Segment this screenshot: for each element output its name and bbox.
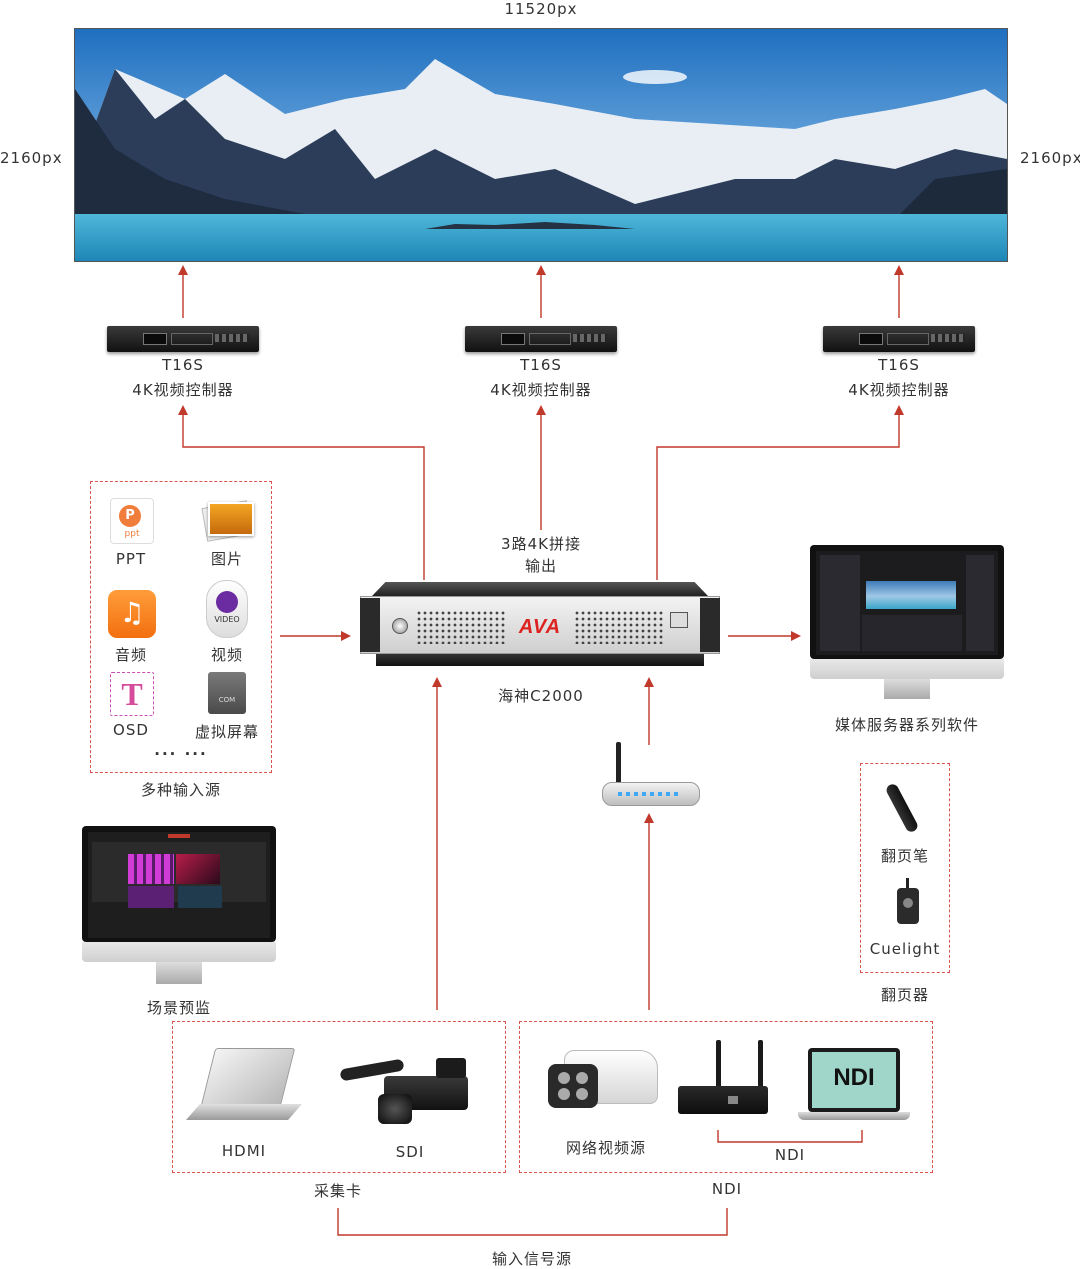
- ndi-box: [519, 1021, 933, 1173]
- front-vent-right: [574, 610, 664, 644]
- input-sources-box: [90, 481, 272, 773]
- wall-height-label-left: 2160px: [0, 149, 63, 167]
- led-wall-screen: [74, 28, 1008, 262]
- media-server-monitor: [810, 545, 1004, 659]
- music-icon: ♫: [108, 590, 156, 638]
- ndi-encoder-icon: [678, 1040, 768, 1116]
- controller-device-2: [465, 326, 617, 352]
- camcorder-icon: [339, 1054, 476, 1130]
- ip-camera-icon: [548, 1048, 658, 1120]
- c2000-device: AVA: [360, 582, 720, 668]
- ndi-network-source-label: 网络视频源: [565, 1139, 646, 1157]
- scene-preview-label: 场景预监: [146, 999, 211, 1017]
- capture-caption: 采集卡: [313, 1182, 362, 1200]
- controller-1-model: T16S: [162, 356, 204, 374]
- capture-sdi-label: SDI: [395, 1143, 425, 1161]
- input-label-osd: OSD: [113, 721, 149, 739]
- wall-width-label: 11520px: [504, 0, 578, 18]
- media-server-label: 媒体服务器系列软件: [834, 716, 979, 734]
- ndi-caption: NDI: [711, 1180, 743, 1198]
- ndi-screen-text: NDI: [833, 1064, 875, 1091]
- capture-card-box: [172, 1021, 506, 1173]
- wall-height-label-right: 2160px: [1020, 149, 1080, 167]
- front-vent-left: [416, 610, 506, 644]
- input-label-image: 图片: [210, 550, 243, 568]
- output-label-line2: 输出: [524, 557, 557, 575]
- controller-device-1: [107, 326, 259, 352]
- pager-pen-label: 翻页笔: [880, 847, 929, 865]
- ndi-sub-label: NDI: [774, 1146, 806, 1164]
- input-ellipsis: ··· ···: [154, 745, 208, 763]
- laptop-icon: [186, 1046, 302, 1126]
- controller-3-name: 4K视频控制器: [848, 381, 950, 399]
- controller-1-name: 4K视频控制器: [132, 381, 234, 399]
- ndi-laptop-icon: NDI: [798, 1048, 910, 1122]
- output-label-line1: 3路4K拼接: [501, 535, 581, 553]
- ndi-bracket: [717, 1130, 863, 1143]
- input-signal-caption: 输入信号源: [491, 1250, 572, 1268]
- ppt-icon: P ppt: [110, 498, 154, 544]
- ava-logo: AVA: [518, 616, 562, 638]
- video-icon: VIDEO: [206, 580, 248, 638]
- input-sources-caption: 多种输入源: [140, 781, 221, 799]
- input-label-video: 视频: [210, 646, 243, 664]
- image-icon: [200, 498, 254, 542]
- cuelight-icon: [895, 878, 921, 926]
- capture-hdmi-label: HDMI: [221, 1142, 267, 1160]
- osd-icon: T: [110, 672, 154, 716]
- controller-2-name: 4K视频控制器: [490, 381, 592, 399]
- controller-2-model: T16S: [520, 356, 562, 374]
- pager-caption: 翻页器: [880, 986, 929, 1004]
- input-source-bracket: [337, 1208, 728, 1236]
- line-c2000-controller3: [656, 405, 904, 580]
- pager-cuelight-label: Cuelight: [869, 940, 941, 958]
- controller-device-3: [823, 326, 975, 352]
- router-icon: [602, 742, 700, 806]
- input-label-virtual-screen: 虚拟屏幕: [194, 723, 259, 741]
- scene-preview-monitor: [82, 826, 276, 942]
- line-c2000-controller1: [178, 405, 425, 580]
- c2000-label: 海神C2000: [498, 687, 584, 705]
- virtual-screen-icon: COM: [208, 672, 246, 714]
- pager-box: [860, 763, 950, 973]
- controller-3-model: T16S: [878, 356, 920, 374]
- input-label-audio: 音频: [114, 646, 147, 664]
- power-knob-icon: [392, 618, 408, 634]
- input-label-ppt: PPT: [115, 550, 147, 568]
- landscape-image: [75, 29, 1007, 261]
